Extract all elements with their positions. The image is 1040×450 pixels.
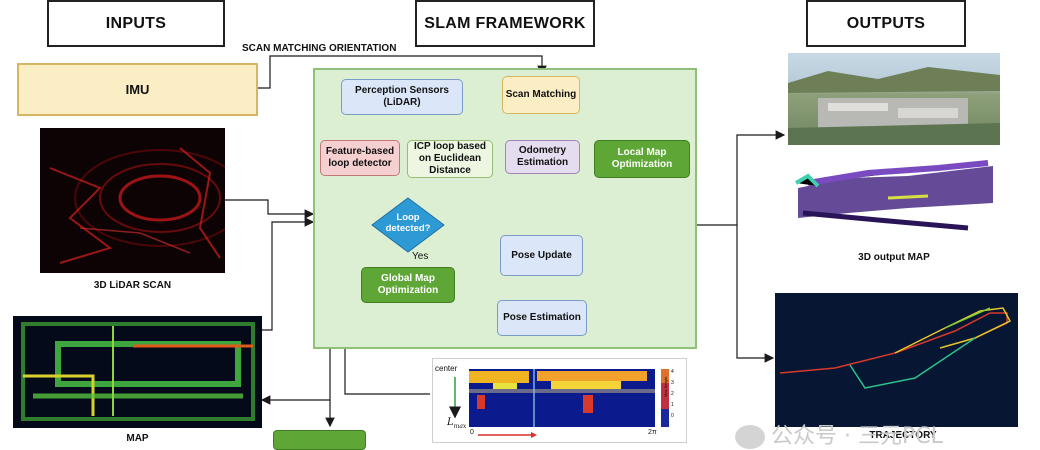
inputs-header-text: INPUTS (105, 14, 167, 32)
outputs-header-text: OUTPUTS (846, 14, 926, 32)
output-3d-map-points (794, 160, 993, 231)
perception-sensors-node: Perception Sensors (LiDAR) (341, 79, 463, 115)
scan-orientation-label: SCAN MATCHING ORIENTATION (242, 43, 397, 54)
partial-bottom-node (273, 430, 366, 450)
colorbar-tick: 1 (671, 402, 674, 408)
outputs-header: OUTPUTS (806, 0, 966, 47)
lidar-scan-caption: 3D LiDAR SCAN (93, 280, 172, 291)
colorbar-tick: 3 (671, 380, 674, 386)
heatmap-lmax-sub: max (453, 423, 467, 430)
aerial-photo-details (788, 67, 1000, 145)
trajectory-caption: TRAJECTORY (869, 430, 937, 441)
colorbar-tick: 0 (671, 413, 674, 419)
aerial-photo-image (788, 53, 1000, 145)
lidar-scan-points (49, 147, 225, 264)
heatmap-x-start: 0 (470, 429, 474, 436)
heatmap-center-label: center (435, 364, 458, 373)
watermark-text: 公众号 · 三元PCL (771, 424, 943, 449)
loop-detected-label: Loop detected? (385, 212, 431, 234)
heatmap-colorbar-ticks: 4 3 2 1 0 (671, 367, 685, 422)
wechat-icon (735, 425, 765, 449)
inputs-header: INPUTS (47, 0, 225, 47)
imu-label: IMU (125, 81, 150, 97)
colorbar-tick: 4 (671, 369, 674, 375)
output-3d-map-image (788, 148, 1000, 248)
input-map-points (21, 322, 255, 421)
heatmap-lmax-text: L (447, 417, 454, 428)
framework-header-text: SLAM FRAMEWORK (424, 14, 586, 32)
trajectory-path (779, 307, 1012, 389)
local-map-optimization-node: Local Map Optimization (594, 140, 690, 178)
heatmap-colorbar-label: Max Height (663, 376, 668, 397)
icp-loop-node: ICP loop based on Euclidean Distance (407, 140, 493, 178)
global-map-optimization-node: Global Map Optimization (361, 267, 455, 303)
watermark: 公众号 · 三元PCL (735, 418, 943, 450)
scan-matching-node: Scan Matching (502, 76, 580, 114)
yes-label: Yes (412, 251, 429, 262)
input-map-caption: MAP (126, 433, 149, 444)
odometry-estimation-node: Odometry Estimation (505, 140, 580, 174)
framework-header: SLAM FRAMEWORK (415, 0, 595, 47)
colorbar-tick: 2 (671, 391, 674, 397)
lidar-scan-image (40, 128, 225, 273)
output-map-caption: 3D output MAP (858, 252, 930, 263)
pose-update-node: Pose Update (500, 235, 583, 276)
heatmap-x-end: 2π (648, 429, 657, 436)
feature-loop-detector-node: Feature-based loop detector (320, 140, 400, 176)
heatmap-lmax-label: Lmax (447, 417, 466, 430)
input-map-image (13, 316, 262, 428)
heatmap-figure: center Lmax 0 2π 4 3 2 1 0 Max Height (432, 358, 687, 443)
heatmap-graphic (449, 369, 669, 438)
imu-box: IMU (17, 63, 258, 116)
trajectory-image (775, 293, 1018, 427)
pose-estimation-node: Pose Estimation (497, 300, 587, 336)
